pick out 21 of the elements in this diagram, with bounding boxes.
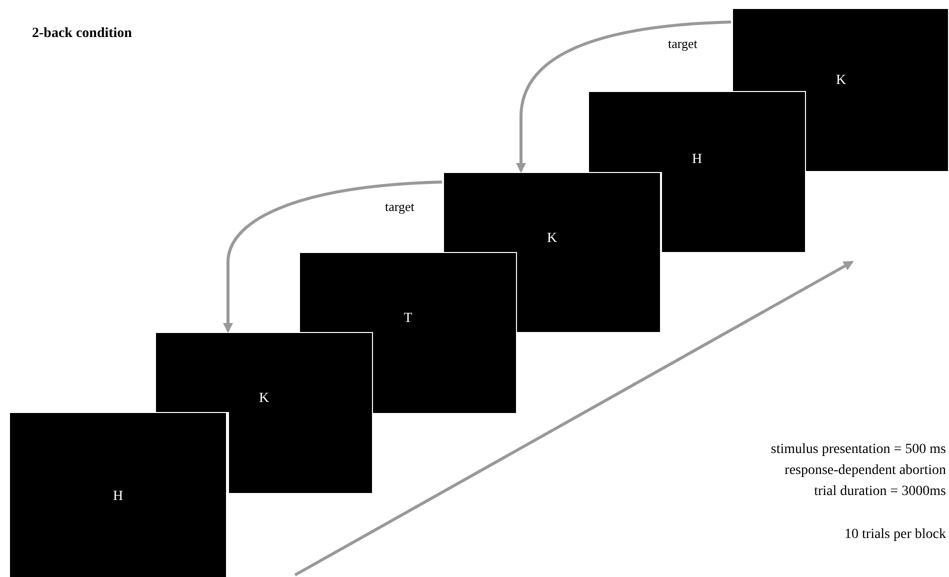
- stimulus-letter: T: [404, 311, 412, 327]
- stimulus-screen: [588, 91, 806, 172]
- stimulus-screen: [443, 172, 661, 252]
- stimulus-screen: [155, 332, 373, 412]
- curved-arrow: [223, 180, 442, 333]
- note-text: stimulus presentation = 500 ms: [770, 442, 946, 458]
- edge-label: target: [385, 199, 414, 215]
- note-text: response-dependent abortion: [784, 463, 946, 479]
- stimulus-screen: [299, 252, 517, 332]
- stimulus-letter: H: [112, 489, 124, 505]
- stimulus-letter: K: [546, 231, 558, 247]
- note-text: trial duration = 3000ms: [814, 484, 946, 500]
- stimulus-screen: [732, 8, 949, 91]
- edge-label: target: [668, 36, 698, 52]
- stimulus-letter: H: [692, 152, 702, 168]
- stimulus-screen: [9, 412, 227, 577]
- stimulus-letter: K: [836, 73, 846, 89]
- curved-arrow: [516, 20, 732, 173]
- note-text: 10 trials per block: [844, 527, 946, 543]
- diagram-title: 2-back condition: [32, 26, 132, 42]
- stimulus-letter: K: [258, 391, 270, 407]
